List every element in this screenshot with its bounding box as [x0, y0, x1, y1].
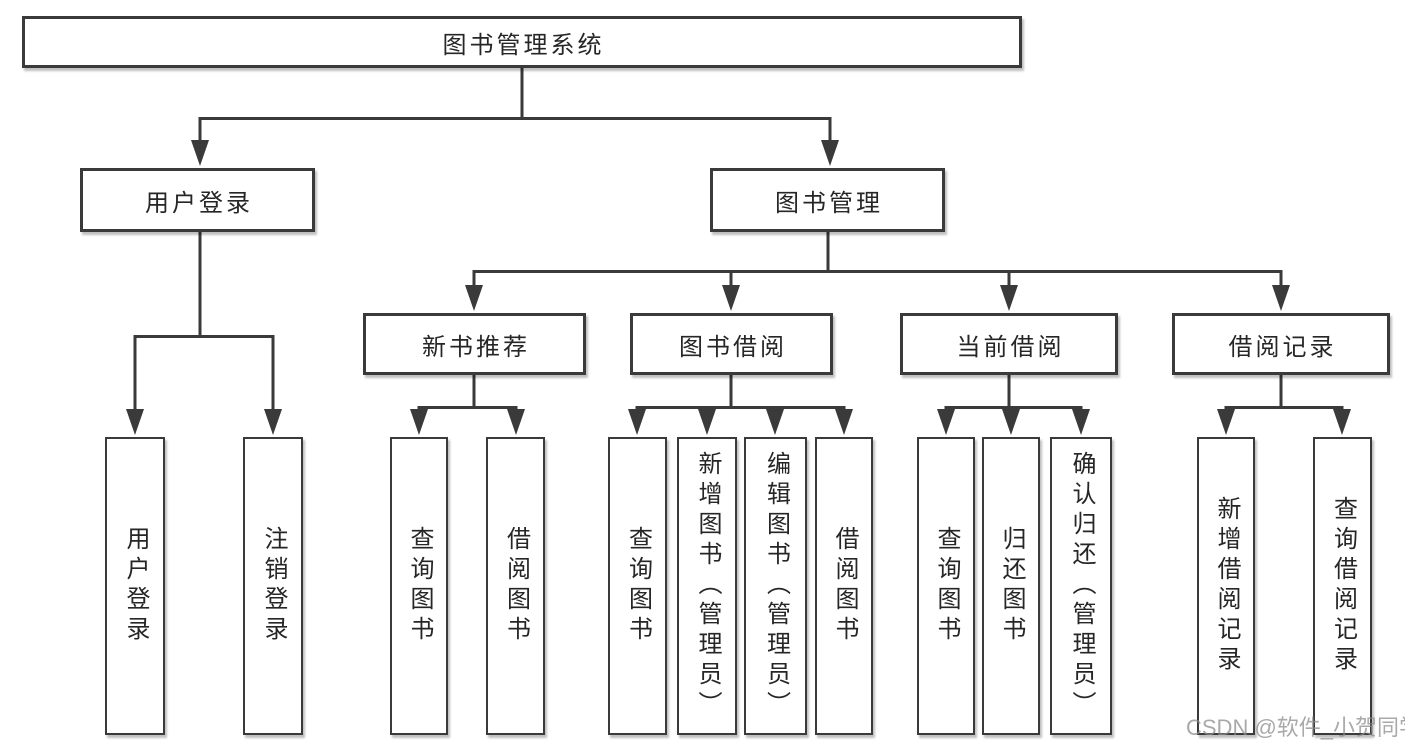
leaf-current-return-books-label: 归还图书	[998, 526, 1025, 646]
node-book-management-label: 图书管理	[775, 189, 883, 217]
csdn-watermark: CSDN @软件_小贺同学	[1186, 715, 1405, 740]
leaf-current-query-books-label: 查询图书	[933, 526, 960, 646]
node-user-login: 用户登录	[80, 168, 315, 232]
leaf-records-add-record: 新增借阅记录	[1197, 437, 1255, 735]
leaf-newbook-query-books: 查询图书	[390, 437, 448, 735]
leaf-current-query-books: 查询图书	[917, 437, 975, 735]
leaf-records-add-record-label: 新增借阅记录	[1213, 496, 1240, 676]
node-root: 图书管理系统	[22, 16, 1022, 68]
leaf-current-return-books: 归还图书	[982, 437, 1040, 735]
arrowheads	[126, 140, 1351, 435]
leaf-borrow-add-books-admin-label: 新增图书（管理员）	[694, 451, 721, 721]
leaf-logout: 注销登录	[243, 437, 303, 735]
node-book-borrow: 图书借阅	[630, 313, 833, 375]
leaf-borrow-borrow-books: 借阅图书	[815, 437, 873, 735]
leaf-logout-label: 注销登录	[260, 526, 287, 646]
leaf-borrow-query-books: 查询图书	[608, 437, 667, 735]
leaf-records-query-record: 查询借阅记录	[1313, 437, 1372, 735]
node-new-book-recommend: 新书推荐	[363, 313, 586, 375]
node-current-borrow: 当前借阅	[900, 313, 1118, 375]
leaf-newbook-borrow-books: 借阅图书	[486, 437, 545, 735]
leaf-borrow-edit-books-admin-label: 编辑图书（管理员）	[762, 451, 790, 721]
leaf-records-query-record-label: 查询借阅记录	[1329, 496, 1357, 676]
leaf-borrow-edit-books-admin: 编辑图书（管理员）	[744, 437, 807, 735]
leaf-newbook-borrow-books-label: 借阅图书	[502, 526, 530, 646]
node-book-management: 图书管理	[710, 168, 945, 232]
leaf-user-login: 用户登录	[105, 437, 165, 735]
node-root-label: 图书管理系统	[442, 31, 605, 59]
node-current-borrow-label: 当前借阅	[956, 333, 1065, 361]
leaf-newbook-query-books-label: 查询图书	[406, 526, 433, 646]
leaf-current-confirm-return-admin-label: 确认归还（管理员）	[1068, 451, 1095, 721]
leaf-borrow-query-books-label: 查询图书	[624, 526, 652, 646]
leaf-user-login-label: 用户登录	[122, 526, 149, 646]
leaf-borrow-borrow-books-label: 借阅图书	[831, 526, 858, 646]
leaf-current-confirm-return-admin: 确认归还（管理员）	[1050, 437, 1112, 735]
leaf-borrow-add-books-admin: 新增图书（管理员）	[677, 437, 737, 735]
node-user-login-label: 用户登录	[145, 189, 253, 217]
node-book-borrow-label: 图书借阅	[679, 333, 787, 361]
node-new-book-recommend-label: 新书推荐	[422, 333, 530, 361]
node-borrow-records-label: 借阅记录	[1228, 333, 1337, 361]
node-borrow-records: 借阅记录	[1172, 313, 1390, 375]
